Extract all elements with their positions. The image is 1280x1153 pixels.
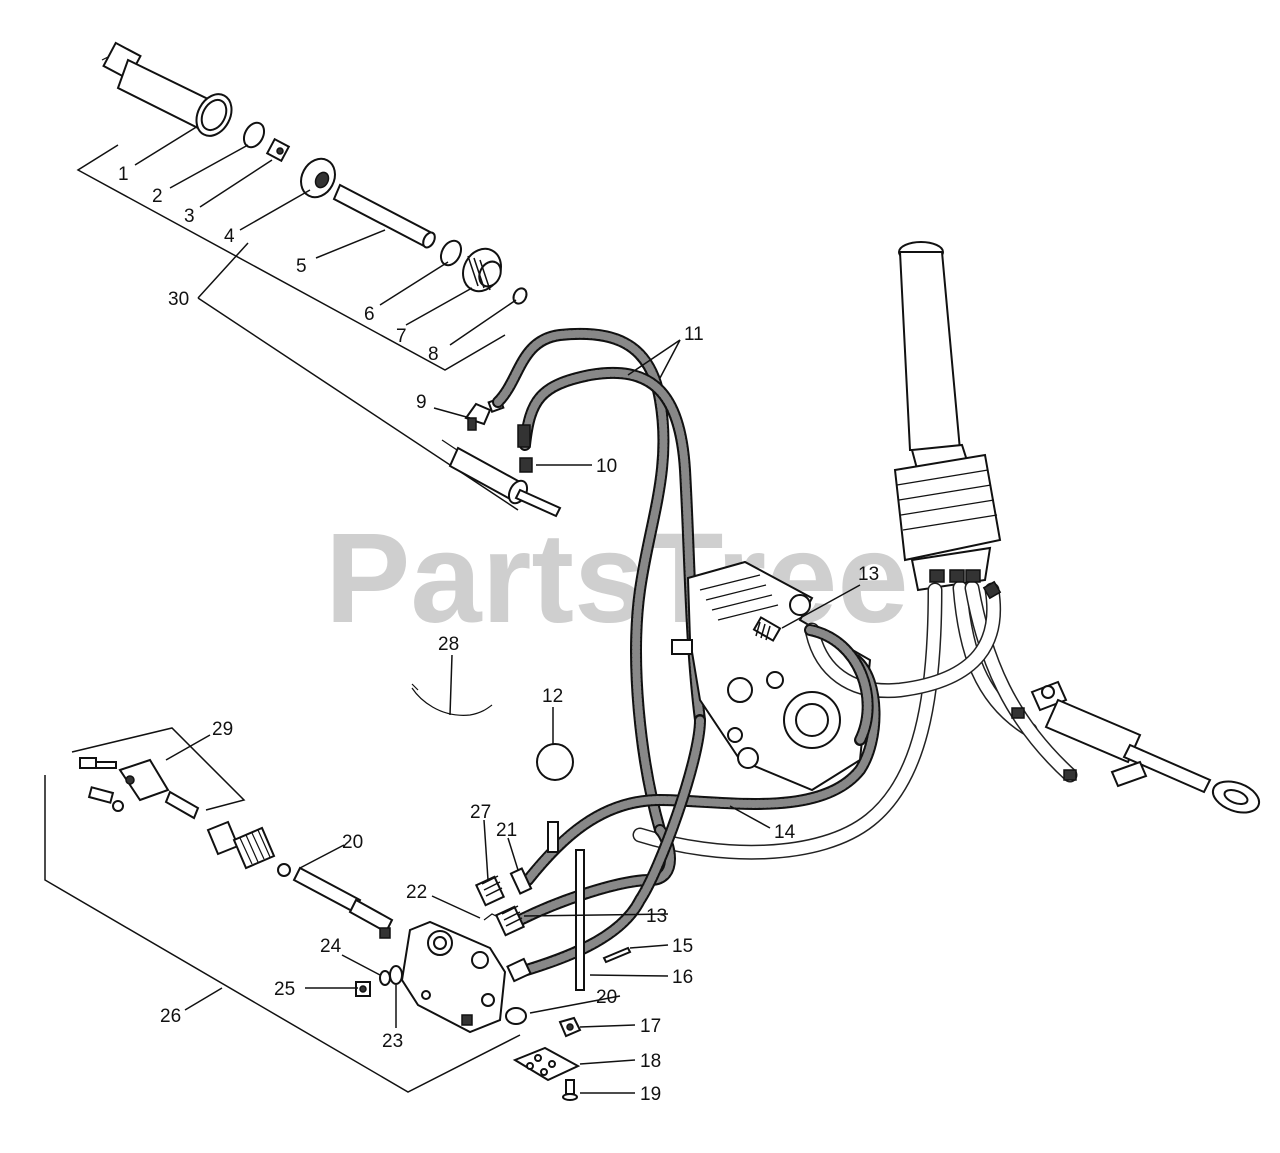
part-washer-24[interactable] [379, 970, 391, 986]
part-washer-23[interactable] [389, 965, 403, 985]
part-steering-column[interactable] [893, 241, 1002, 592]
callout-13-upper: 13 [858, 564, 879, 585]
cylinder-assembly-bracket [76, 144, 519, 511]
part-nut[interactable] [265, 137, 291, 163]
part-29-bracket [71, 727, 246, 811]
callout-labels: 1 2 3 4 5 6 7 8 9 10 11 12 13 13 14 15 1… [118, 164, 879, 1105]
part-valve-body-lower[interactable] [400, 920, 507, 1034]
callout-13-lower: 13 [646, 906, 667, 927]
part-steering-cylinder[interactable] [1011, 680, 1263, 818]
callout-4: 4 [224, 226, 235, 247]
callout-30: 30 [168, 289, 189, 310]
part-steering-lines[interactable] [632, 569, 1078, 860]
callout-29: 29 [212, 719, 233, 740]
callout-20-lower: 20 [596, 987, 617, 1008]
part-piston-rod[interactable] [332, 183, 437, 249]
part-plate[interactable] [512, 1046, 581, 1082]
part-spring[interactable] [411, 687, 493, 716]
part-fitting-27[interactable] [474, 875, 506, 907]
part-elbow-fitting[interactable] [464, 396, 505, 431]
callout-1: 1 [118, 164, 129, 185]
part-hose-14[interactable] [522, 624, 881, 886]
part-o-ring-2[interactable] [437, 237, 465, 268]
part-small-ring[interactable] [511, 286, 529, 306]
part-cylinder-rod-end[interactable] [441, 439, 562, 518]
callout-26: 26 [160, 1006, 181, 1027]
part-spool-assembly[interactable] [206, 820, 394, 939]
callout-12: 12 [542, 686, 563, 707]
callout-7: 7 [396, 326, 407, 347]
part-control-valve-body[interactable] [671, 560, 872, 792]
callout-15: 15 [672, 936, 693, 957]
part-nut-17[interactable] [558, 1016, 582, 1038]
part-screw[interactable] [562, 1079, 578, 1101]
callout-23: 23 [382, 1031, 403, 1052]
callout-8: 8 [428, 344, 439, 365]
callout-17: 17 [640, 1016, 661, 1037]
callout-18: 18 [640, 1051, 661, 1072]
part-fitting-21[interactable] [509, 867, 533, 895]
callout-10: 10 [596, 456, 617, 477]
part-nut-25[interactable] [355, 981, 371, 997]
part-lower-hoses[interactable] [514, 714, 706, 978]
callout-14: 14 [774, 822, 796, 843]
part-pin[interactable] [602, 946, 632, 964]
part-o-ring-lower[interactable] [505, 1007, 527, 1025]
callout-6: 6 [364, 304, 375, 325]
lower-callout-leaders [165, 734, 669, 1094]
part-o-ring[interactable] [240, 119, 268, 150]
callout-25: 25 [274, 979, 295, 1000]
callout-9: 9 [416, 392, 427, 413]
callout-11: 11 [684, 324, 704, 345]
callout-5: 5 [296, 256, 307, 277]
callout-20-upper: 20 [342, 832, 363, 853]
cylinder-callout-leaders [134, 125, 517, 346]
callout-3: 3 [184, 206, 195, 227]
part-fitting-13-upper[interactable] [752, 616, 782, 642]
part-piston[interactable] [294, 153, 341, 203]
callout-24: 24 [320, 936, 342, 957]
part-handle-linkage[interactable] [79, 757, 200, 820]
part-gland[interactable] [456, 242, 508, 298]
callout-28: 28 [438, 634, 459, 655]
part-fitting-lower-2[interactable] [506, 957, 532, 983]
part-26-bracket [44, 775, 521, 1093]
callout-19: 19 [640, 1084, 661, 1105]
part-rod[interactable] [547, 821, 585, 991]
callout-16: 16 [672, 967, 693, 988]
part-fitting-13-lower[interactable] [494, 905, 526, 937]
part-fitting-10[interactable] [519, 457, 533, 473]
callout-21: 21 [496, 820, 517, 841]
part-cylinder-barrel[interactable] [101, 41, 238, 142]
callout-27: 27 [470, 802, 491, 823]
callout-2: 2 [152, 186, 163, 207]
callout-22: 22 [406, 882, 427, 903]
part-ball[interactable] [536, 743, 574, 781]
